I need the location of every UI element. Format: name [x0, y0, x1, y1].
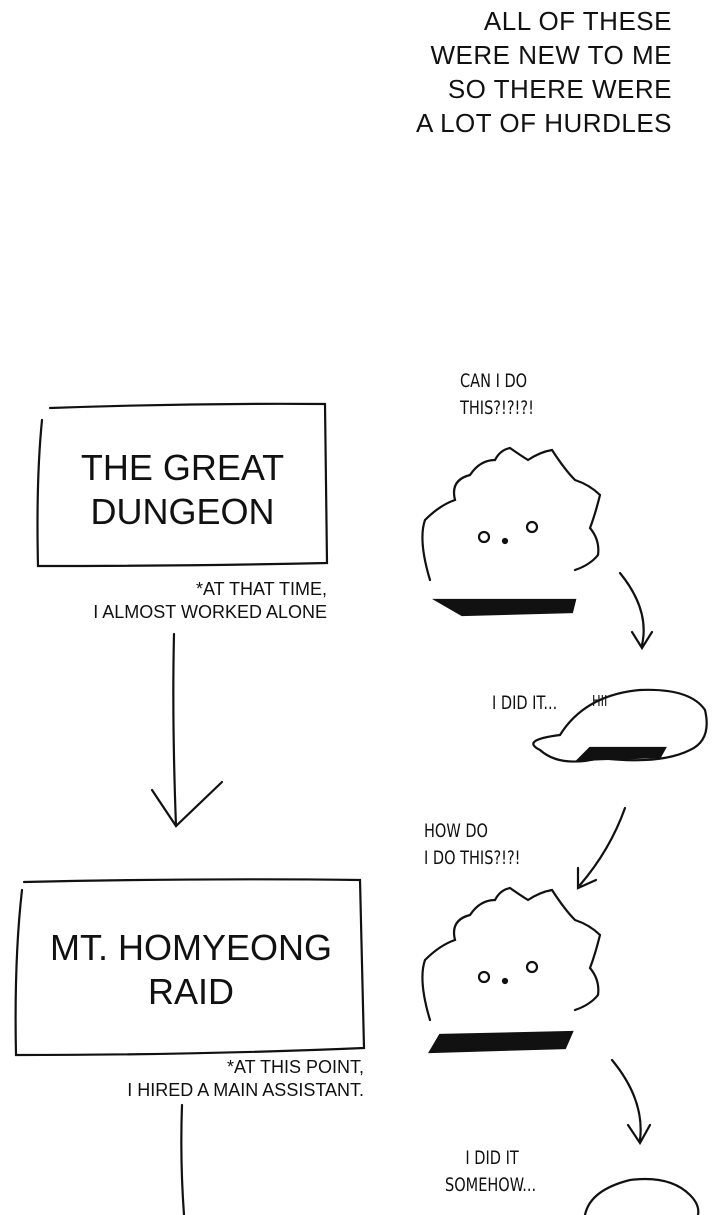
bubble-line: THIS?!?!?!: [460, 397, 534, 419]
arrow-curve-2: [576, 806, 627, 890]
title-line: DUNGEON: [90, 491, 275, 532]
arrow-curve-1: [618, 571, 654, 651]
bubble-how-do: HOW DO I DO THIS?!?!: [424, 818, 521, 872]
arrow-curve-3: [610, 1058, 652, 1146]
narration-line: A LOT OF HURDLES: [415, 108, 672, 138]
note-line: I HIRED A MAIN ASSISTANT.: [127, 1080, 364, 1100]
melted-character-1: [532, 688, 708, 763]
spiky-character-1: [421, 446, 602, 617]
sfx-text: HII: [592, 692, 608, 710]
title-line: THE GREAT: [80, 447, 285, 488]
bubble-line: I DID IT: [465, 1147, 519, 1169]
title-line: RAID: [147, 971, 234, 1012]
bubble-line: CAN I DO: [460, 370, 528, 392]
narration-line: ALL OF THESE: [483, 6, 672, 36]
box2-title: MT. HOMYEONG RAID: [20, 926, 362, 1014]
arrow-down-1: [150, 632, 224, 828]
bubble-line: HOW DO: [424, 820, 488, 842]
narration-text: ALL OF THESE WERE NEW TO ME SO THERE WER…: [416, 4, 672, 140]
bubble-line: SOMEHOW...: [445, 1174, 537, 1196]
box2-note: *AT THIS POINT, I HIRED A MAIN ASSISTANT…: [127, 1056, 364, 1102]
bubble-did-it: I DID IT...: [492, 692, 558, 714]
box1-note: *AT THAT TIME, I ALMOST WORKED ALONE: [93, 578, 327, 624]
note-line: I ALMOST WORKED ALONE: [93, 602, 327, 622]
box1-title: THE GREAT DUNGEON: [40, 446, 325, 534]
bubble-did-it-somehow: I DID IT SOMEHOW...: [445, 1145, 536, 1199]
narration-line: SO THERE WERE: [447, 74, 672, 104]
title-line: MT. HOMYEONG: [49, 927, 332, 968]
bubble-line: I DO THIS?!?!: [424, 847, 521, 869]
note-line: *AT THIS POINT,: [226, 1057, 364, 1077]
arrow-down-2: [180, 1103, 186, 1215]
note-line: *AT THAT TIME,: [195, 579, 327, 599]
melted-character-2: [583, 1177, 700, 1215]
box-great-dungeon: [36, 402, 329, 568]
box-mt-homyeong: [14, 878, 366, 1057]
bubble-can-i-do: CAN I DO THIS?!?!?!: [460, 368, 534, 422]
narration-line: WERE NEW TO ME: [430, 40, 672, 70]
spiky-character-2: [421, 886, 602, 1054]
